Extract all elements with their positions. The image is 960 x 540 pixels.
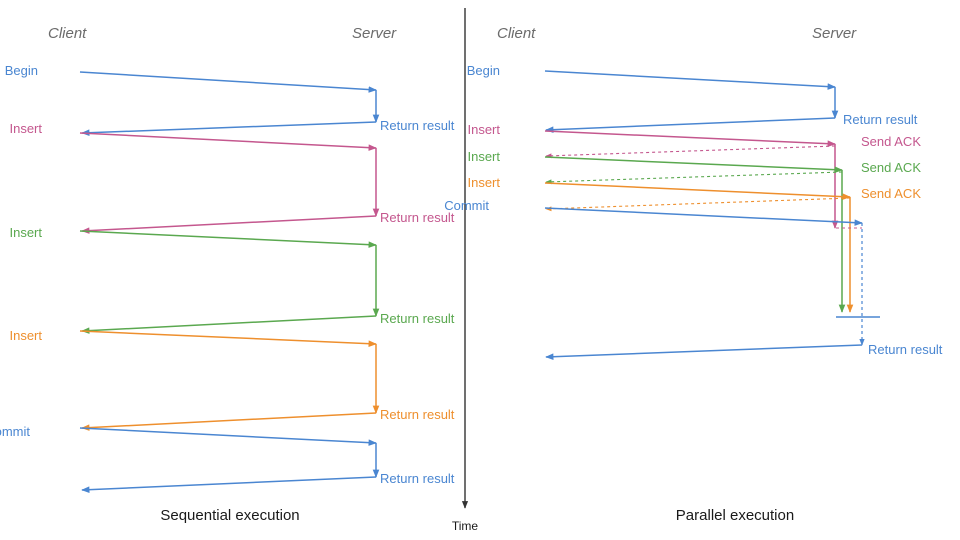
message-label-parallel-4-insert: Insert [467, 149, 500, 164]
message-label-sequential-3-return-result: Return result [380, 210, 455, 225]
lane-header-server-parallel: Server [812, 25, 857, 42]
message-label-sequential-4-insert: Insert [9, 225, 42, 240]
message-label-sequential-7-return-result: Return result [380, 407, 455, 422]
message-arrow-sequential-5-return-result [81, 315, 377, 334]
message-label-parallel-8-commit: Commit [444, 198, 489, 213]
message-arrow-parallel-8-commit [544, 207, 863, 226]
message-label-parallel-6-insert: Insert [467, 175, 500, 190]
message-arrow-parallel-5-send-ack [545, 171, 843, 185]
time-axis-label: Time [452, 519, 479, 533]
message-arrow-parallel-2-insert [544, 130, 836, 147]
message-arrow-parallel-6-insert [544, 182, 851, 200]
lane-header-client-parallel: Client [497, 25, 536, 42]
message-arrow-sequential-8-commit [79, 427, 377, 446]
message-arrow-sequential-3-return-result [81, 215, 377, 234]
message-label-parallel-2-insert: Insert [467, 122, 500, 137]
message-label-parallel-3-send-ack: Send ACK [861, 134, 921, 149]
lane-header-client-sequential: Client [48, 25, 87, 42]
message-arrow-parallel-1-return-result [545, 117, 836, 133]
panel-caption-parallel: Parallel execution [676, 507, 794, 524]
message-label-sequential-9-return-result: Return result [380, 471, 455, 486]
message-label-parallel-5-send-ack: Send ACK [861, 160, 921, 175]
message-label-parallel-0-begin: Begin [467, 63, 500, 78]
panel-caption-sequential: Sequential execution [160, 507, 299, 524]
message-label-sequential-0-begin: Begin [5, 63, 38, 78]
message-arrow-sequential-0-begin [79, 71, 377, 93]
message-label-sequential-1-return-result: Return result [380, 118, 455, 133]
message-arrow-parallel-9-return-result [545, 344, 863, 361]
message-arrow-sequential-4-insert [79, 230, 377, 248]
message-label-sequential-8-commit: Commit [0, 424, 30, 439]
message-label-parallel-1-return-result: Return result [843, 112, 918, 127]
message-arrow-sequential-1-return-result [81, 121, 377, 137]
message-arrow-parallel-7-send-ack [545, 197, 851, 212]
message-label-sequential-2-insert: Insert [9, 121, 42, 136]
lane-header-server-sequential: Server [352, 25, 397, 42]
message-arrow-parallel-4-insert [544, 156, 843, 173]
message-arrow-parallel-0-begin [544, 70, 836, 90]
message-label-parallel-9-return-result: Return result [868, 342, 943, 357]
message-arrow-sequential-6-insert [79, 330, 377, 347]
message-arrow-parallel-3-send-ack [545, 145, 836, 159]
message-label-sequential-5-return-result: Return result [380, 311, 455, 326]
message-arrow-sequential-2-insert [79, 132, 377, 151]
message-label-parallel-7-send-ack: Send ACK [861, 186, 921, 201]
message-arrow-sequential-7-return-result [81, 412, 377, 431]
message-label-sequential-6-insert: Insert [9, 328, 42, 343]
message-arrow-sequential-9-return-result [81, 476, 377, 493]
